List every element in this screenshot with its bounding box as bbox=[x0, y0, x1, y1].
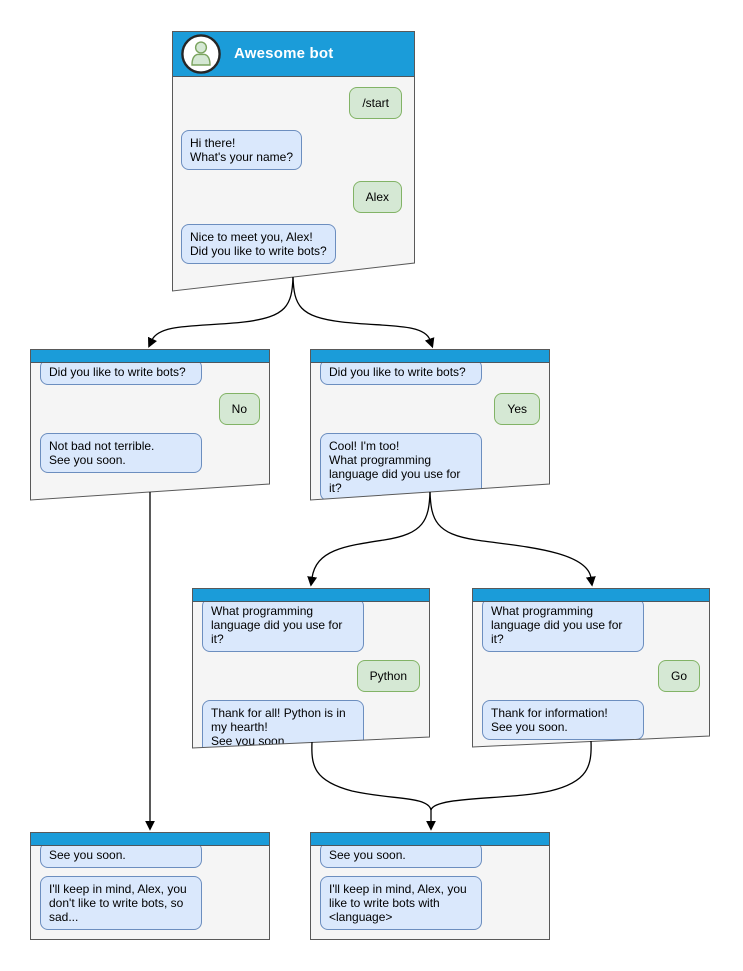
chat-window-body: Did you like to write bots? Yes Cool! I'… bbox=[310, 359, 550, 500]
chat-window-body: See you soon. I'll keep in mind, Alex, y… bbox=[30, 842, 270, 940]
bot-message-bubble: Not bad not terrible. See you soon. bbox=[40, 433, 202, 473]
arrow-go-to-end bbox=[430, 740, 592, 811]
bot-message-bubble: What programming language did you use fo… bbox=[482, 598, 644, 652]
chat-window-titlebar bbox=[192, 588, 430, 602]
chat-window-body: What programming language did you use fo… bbox=[192, 598, 430, 748]
chat-window-end-no: See you soon. I'll keep in mind, Alex, y… bbox=[30, 832, 270, 940]
chat-window-body: What programming language did you use fo… bbox=[472, 598, 710, 747]
chat-window-main-titlebar: Awesome bot bbox=[172, 31, 415, 77]
user-message-bubble: Go bbox=[657, 660, 700, 692]
chat-window-branch-go: What programming language did you use fo… bbox=[472, 588, 710, 747]
user-message-bubble: Yes bbox=[494, 393, 540, 425]
bot-title: Awesome bot bbox=[234, 45, 334, 62]
bot-message-bubble: What programming language did you use fo… bbox=[202, 598, 364, 652]
bot-message-bubble: Nice to meet you, Alex! Did you like to … bbox=[181, 224, 336, 264]
bot-message-bubble: Cool! I'm too! What programming language… bbox=[320, 433, 482, 500]
chat-window-body: Did you like to write bots? No Not bad n… bbox=[30, 359, 270, 500]
chat-window-main-body: /start Hi there! What's your name? Alex … bbox=[172, 77, 415, 291]
bot-avatar-icon bbox=[181, 33, 221, 74]
bot-message-bubble: I'll keep in mind, Alex, you don't like … bbox=[40, 876, 202, 930]
bot-message-bubble: Thank for information! See you soon. bbox=[482, 700, 644, 740]
user-message-bubble: /start bbox=[349, 87, 402, 119]
chat-window-branch-yes: Did you like to write bots? Yes Cool! I'… bbox=[310, 349, 550, 500]
bot-message-bubble: I'll keep in mind, Alex, you like to wri… bbox=[320, 876, 482, 930]
chat-window-end-yes: See you soon. I'll keep in mind, Alex, y… bbox=[310, 832, 550, 940]
chat-window-titlebar bbox=[310, 349, 550, 363]
chat-window-titlebar bbox=[30, 832, 270, 846]
arrow-python-to-end bbox=[311, 741, 432, 811]
chat-window-branch-python: What programming language did you use fo… bbox=[192, 588, 430, 748]
bot-message-bubble: Thank for all! Python is in my hearth! S… bbox=[202, 700, 364, 748]
chat-window-branch-no: Did you like to write bots? No Not bad n… bbox=[30, 349, 270, 500]
arrow-yes-to-go bbox=[429, 491, 596, 587]
user-message-bubble: Python bbox=[356, 660, 420, 692]
user-message-bubble: Alex bbox=[352, 181, 402, 213]
chat-window-titlebar bbox=[472, 588, 710, 602]
arrow-yes-to-python bbox=[307, 491, 431, 587]
chat-window-titlebar bbox=[30, 349, 270, 363]
chat-window-main: Awesome bot /start Hi there! What's your… bbox=[172, 31, 415, 291]
user-message-bubble: No bbox=[218, 393, 260, 425]
chat-window-titlebar bbox=[310, 832, 550, 846]
bot-message-bubble: Hi there! What's your name? bbox=[181, 130, 303, 170]
chat-window-body: See you soon. I'll keep in mind, Alex, y… bbox=[310, 842, 550, 940]
arrow-main-to-yes bbox=[292, 276, 435, 349]
